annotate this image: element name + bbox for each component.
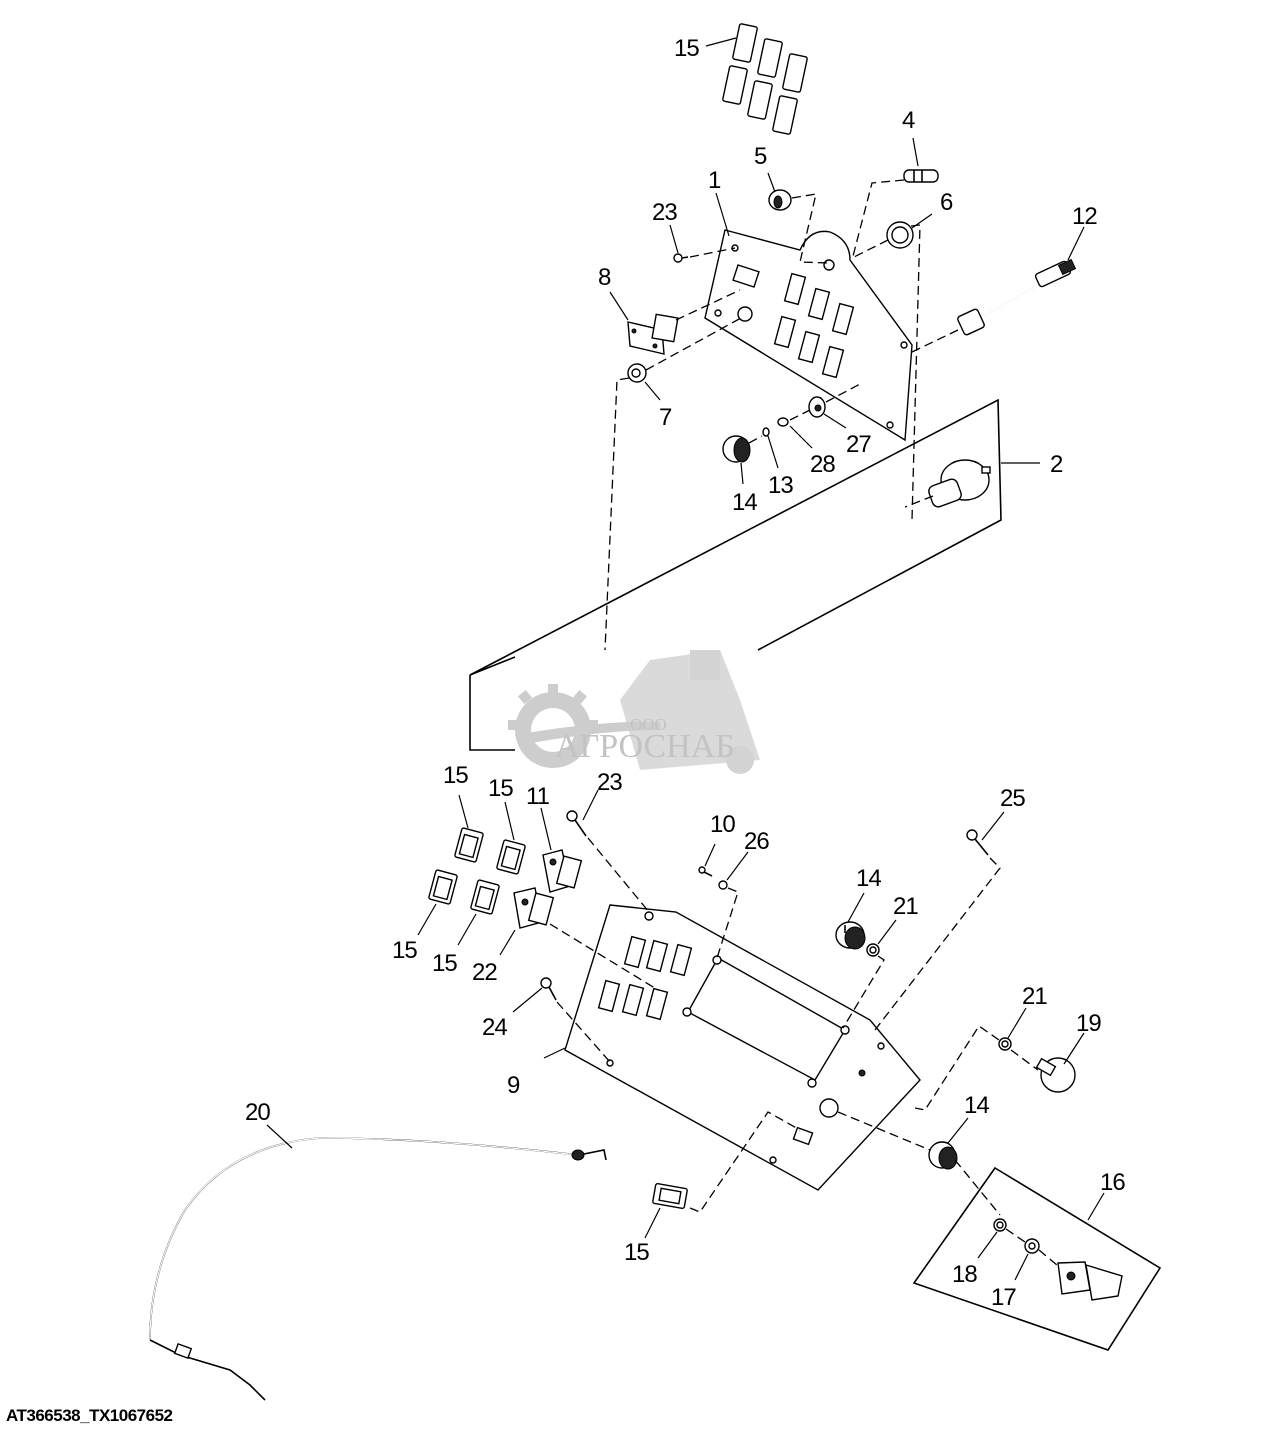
callout-4: 4	[902, 107, 915, 134]
callout-26: 26	[744, 828, 769, 855]
callout-24: 24	[482, 1014, 507, 1041]
part-7-bushing	[627, 363, 647, 383]
watermark-combine-icon	[620, 650, 760, 774]
part-25-screw	[966, 829, 989, 856]
callout-17: 17	[991, 1284, 1016, 1311]
figure-id-label: AT366538_TX1067652	[6, 1406, 173, 1425]
callout-15-e: 15	[624, 1239, 649, 1266]
callout-12: 12	[1072, 203, 1097, 230]
callout-14-mid: 14	[856, 865, 881, 892]
part-21-nut-b	[998, 1037, 1012, 1051]
callout-5: 5	[754, 143, 767, 170]
part-13-lock-washer	[762, 427, 770, 437]
callout-11: 11	[526, 783, 550, 810]
callout-13: 13	[768, 472, 793, 499]
part-23-screw-lower	[566, 810, 587, 837]
part-23-screw	[673, 253, 689, 263]
callout-8: 8	[598, 264, 611, 291]
watermark-name: АГРОСНАБ	[555, 728, 735, 765]
watermark-prefix: ООО	[630, 715, 667, 734]
part-6-grommet	[886, 221, 914, 249]
part-15-cover-c	[428, 869, 458, 905]
part-15-cover-e	[652, 1182, 688, 1210]
part-20-throttle-cable	[149, 1137, 607, 1401]
callout-25: 25	[1000, 785, 1025, 812]
part-9-lower-panel	[564, 904, 921, 1191]
callout-23: 23	[652, 199, 677, 226]
part-10-screw	[698, 866, 713, 877]
callout-15-b: 15	[488, 775, 513, 802]
part-8-rocker-switch	[627, 313, 679, 355]
callout-20: 20	[245, 1099, 270, 1126]
callout-10: 10	[710, 811, 735, 838]
callout-14-upper: 14	[732, 489, 757, 516]
part-2-key-switch-group	[469, 398, 1002, 751]
leader-1	[715, 192, 730, 237]
part-14-knob-lower	[928, 1141, 958, 1170]
callout-15-d: 15	[432, 950, 457, 977]
watermark: ООО АГРОСНАБ	[508, 650, 760, 774]
callout-15-top: 15	[674, 35, 699, 62]
callout-22: 22	[472, 959, 497, 986]
part-15-cover-set-top	[722, 23, 808, 135]
callout-14-lower: 14	[964, 1092, 989, 1119]
leader-15-top	[705, 37, 737, 47]
part-15-cover-b	[496, 839, 526, 875]
part-15-cover-d	[470, 879, 500, 915]
callout-9: 9	[507, 1072, 520, 1099]
part-1-upper-panel	[704, 229, 913, 442]
callout-15-a: 15	[443, 762, 468, 789]
part-14-knob-mid	[835, 921, 866, 950]
callout-27: 27	[846, 431, 871, 458]
part-15-cover-a	[454, 827, 484, 863]
callout-21-b: 21	[1022, 983, 1047, 1010]
callout-18: 18	[952, 1261, 977, 1288]
part-19-switch	[1035, 1057, 1076, 1093]
callout-23-lower: 23	[597, 769, 622, 796]
callout-19: 19	[1076, 1010, 1101, 1037]
part-26-nut	[718, 880, 728, 890]
callout-6: 6	[940, 189, 953, 216]
part-14-knob-upper	[722, 435, 751, 463]
callout-15-c: 15	[392, 937, 417, 964]
callout-2: 2	[1050, 451, 1063, 478]
part-16-clip-assembly	[912, 1166, 1162, 1351]
part-12-harness-lead	[957, 258, 1077, 336]
callout-16: 16	[1100, 1169, 1125, 1196]
part-21-nut-a	[866, 943, 880, 957]
part-27-retainer	[808, 396, 826, 418]
part-11-rocker-switch	[542, 849, 583, 893]
part-22-rocker-switch	[513, 887, 555, 929]
callout-21-a: 21	[893, 893, 918, 920]
callout-28: 28	[810, 451, 835, 478]
part-28-clip	[777, 417, 789, 427]
part-24-screw	[540, 977, 557, 1001]
part-5-cap	[768, 189, 792, 211]
callout-1: 1	[708, 167, 721, 194]
part-4-indicator-lamp	[903, 169, 939, 183]
callout-7: 7	[659, 404, 672, 431]
